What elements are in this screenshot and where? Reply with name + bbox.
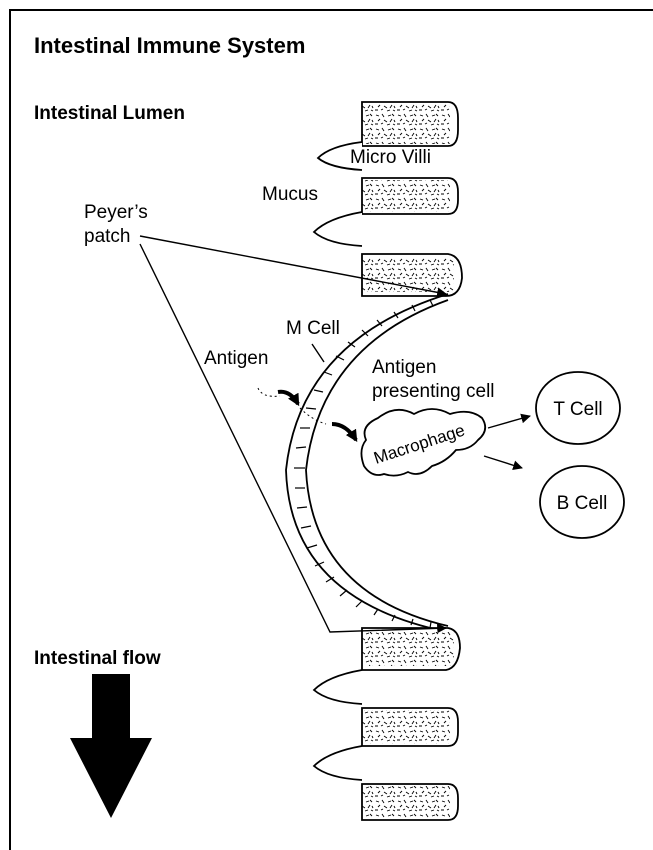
villi-lower	[314, 628, 460, 820]
label-b-cell: B Cell	[557, 493, 608, 514]
label-antigen: Antigen	[204, 348, 268, 369]
label-m-cell: M Cell	[286, 318, 340, 339]
villus-gap-5	[314, 746, 362, 780]
arrow-to-t-cell	[488, 416, 530, 428]
arrow-to-b-cell	[484, 456, 522, 468]
mucus-speckle-6	[362, 786, 450, 818]
antigen-arrow-2	[332, 424, 356, 440]
label-mucus: Mucus	[262, 184, 318, 205]
mucus-speckle-4	[362, 632, 454, 666]
label-intestinal-lumen: Intestinal Lumen	[34, 103, 185, 124]
m-cell-pointer	[312, 344, 324, 362]
flow-arrow-icon	[70, 674, 152, 818]
mucus-speckle-2	[362, 180, 450, 212]
label-apc-line1: Antigen	[372, 357, 436, 378]
label-intestinal-flow: Intestinal flow	[34, 648, 161, 669]
label-t-cell: T Cell	[553, 399, 602, 420]
villi-upper	[314, 102, 462, 296]
antigen-path-1	[258, 388, 280, 396]
label-micro-villi: Micro Villi	[350, 147, 431, 168]
mucus-speckle-5	[362, 710, 450, 744]
label-apc-line2: presenting cell	[372, 381, 495, 402]
antigen-arrow-1	[278, 392, 298, 404]
label-peyers-line1: Peyer’s	[84, 202, 148, 223]
mucus-speckle-1	[362, 104, 450, 144]
villus-gap-2	[314, 212, 362, 246]
villus-gap-4	[314, 670, 362, 704]
title: Intestinal Immune System	[34, 33, 305, 58]
label-peyers-line2: patch	[84, 226, 130, 247]
